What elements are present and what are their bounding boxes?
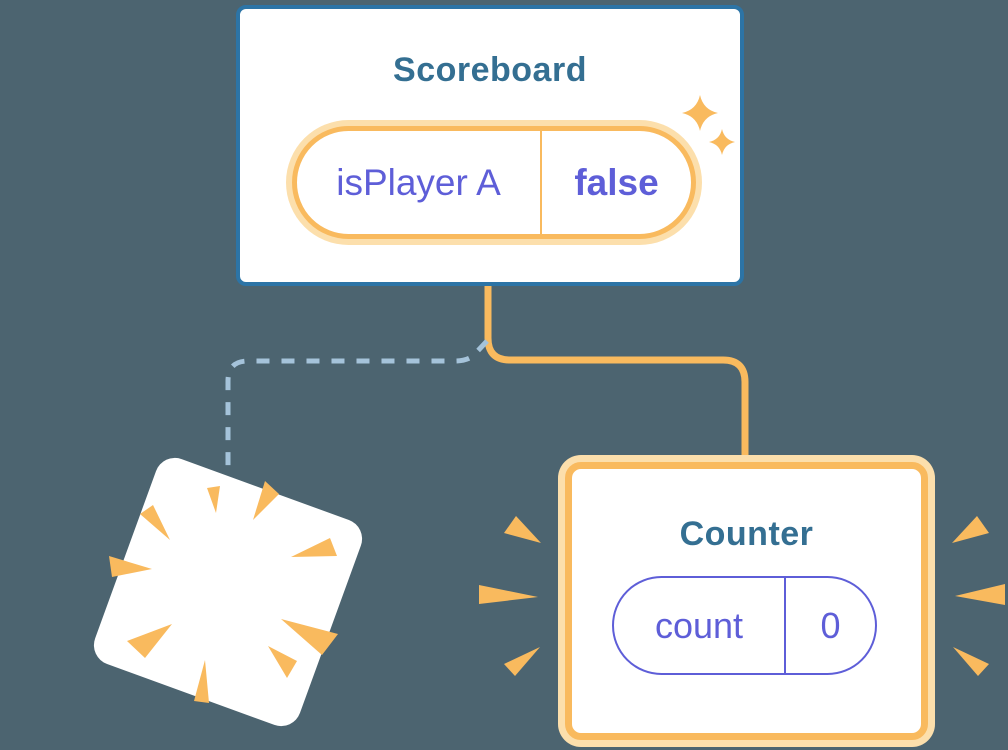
counter-component-card: Counter count 0 [565,462,928,740]
counter-spark-wedge [952,516,989,543]
scoreboard-state-pill: isPlayer A false [292,126,696,239]
pill-divider [784,578,786,673]
scoreboard-title: Scoreboard [393,51,587,89]
pill-divider [540,131,542,234]
active-connector-line [484,286,749,462]
counter-state-pill: count 0 [612,576,877,675]
scoreboard-component-card: Scoreboard isPlayer A false [236,5,744,286]
counter-spark-wedge [953,647,989,676]
counter-title: Counter [679,515,814,553]
counter-spark-wedge [955,584,1005,605]
counter-spark-wedge [504,647,540,676]
destroyed-connector-line [225,339,489,468]
counter-spark-wedge [504,516,541,543]
state-label: isPlayer A [336,161,501,203]
counter-spark-wedge [479,585,538,604]
state-value: 0 [820,604,841,646]
destroyed-component-card [88,452,368,732]
state-value: false [574,161,659,203]
state-label: count [654,604,744,646]
